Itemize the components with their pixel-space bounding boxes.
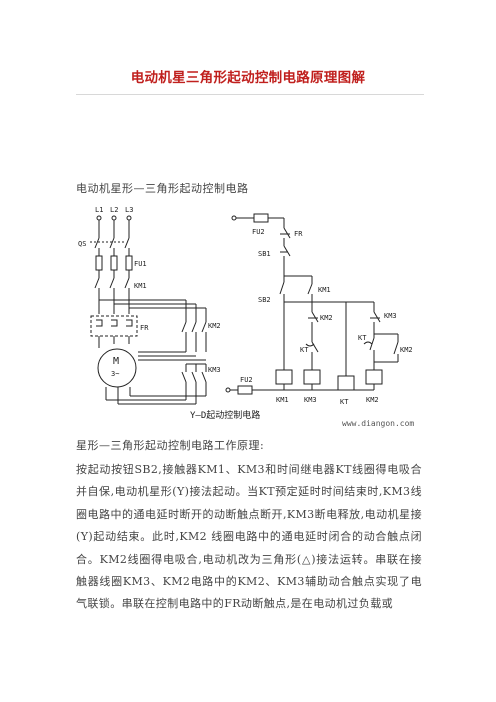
star-delta-circuit-diagram: L1 L2 L3 QS FU1 KM1 FR KM2 KM3 M 3~ FU2 … [78, 206, 414, 428]
label-kt-no: KT [358, 334, 367, 342]
label-fu2-bottom: FU2 [240, 376, 253, 384]
label-km2-hold: KM2 [400, 346, 413, 354]
label-km2: KM2 [208, 322, 221, 330]
label-km1-aux: KM1 [318, 286, 331, 294]
label-motor-phase: 3~ [111, 370, 119, 378]
coil-label-km2: KM2 [366, 396, 379, 404]
label-l2: L2 [110, 206, 118, 214]
label-l3: L3 [125, 206, 133, 214]
coil-label-kt: KT [340, 398, 349, 406]
label-km3-aux: KM3 [384, 312, 397, 320]
label-qs: QS [78, 240, 86, 248]
label-motor: M [113, 356, 119, 367]
label-l1: L1 [95, 206, 103, 214]
label-kt-nc: KT [300, 346, 309, 354]
label-km3: KM3 [208, 366, 221, 374]
section-heading: 星形—三角形起动控制电路工作原理: [76, 439, 265, 452]
diagram-caption: Y—D起动控制电路 [190, 409, 260, 421]
label-km1: KM1 [134, 282, 147, 290]
label-sb2: SB2 [258, 296, 271, 304]
label-km2-aux: KM2 [320, 314, 333, 322]
coil-label-km1: KM1 [276, 396, 289, 404]
watermark-text: www.diangon.com [342, 419, 414, 428]
label-sb1: SB1 [258, 250, 271, 258]
title-divider [76, 94, 424, 95]
page-title: 电动机星三角形起动控制电路原理图解 [130, 70, 366, 86]
label-fr-contact: FR [294, 230, 303, 238]
label-fu1: FU1 [134, 260, 147, 268]
label-fu2-top: FU2 [252, 228, 265, 236]
body-paragraph: 按起动按钮SB2,接触器KM1、KM3和时间继电器KT线圈得电吸合并自保,电动机… [76, 463, 422, 611]
label-fr: FR [140, 324, 149, 332]
diagram-heading: 电动机星形—三角形起动控制电路 [76, 182, 249, 195]
coil-label-km3: KM3 [304, 396, 317, 404]
